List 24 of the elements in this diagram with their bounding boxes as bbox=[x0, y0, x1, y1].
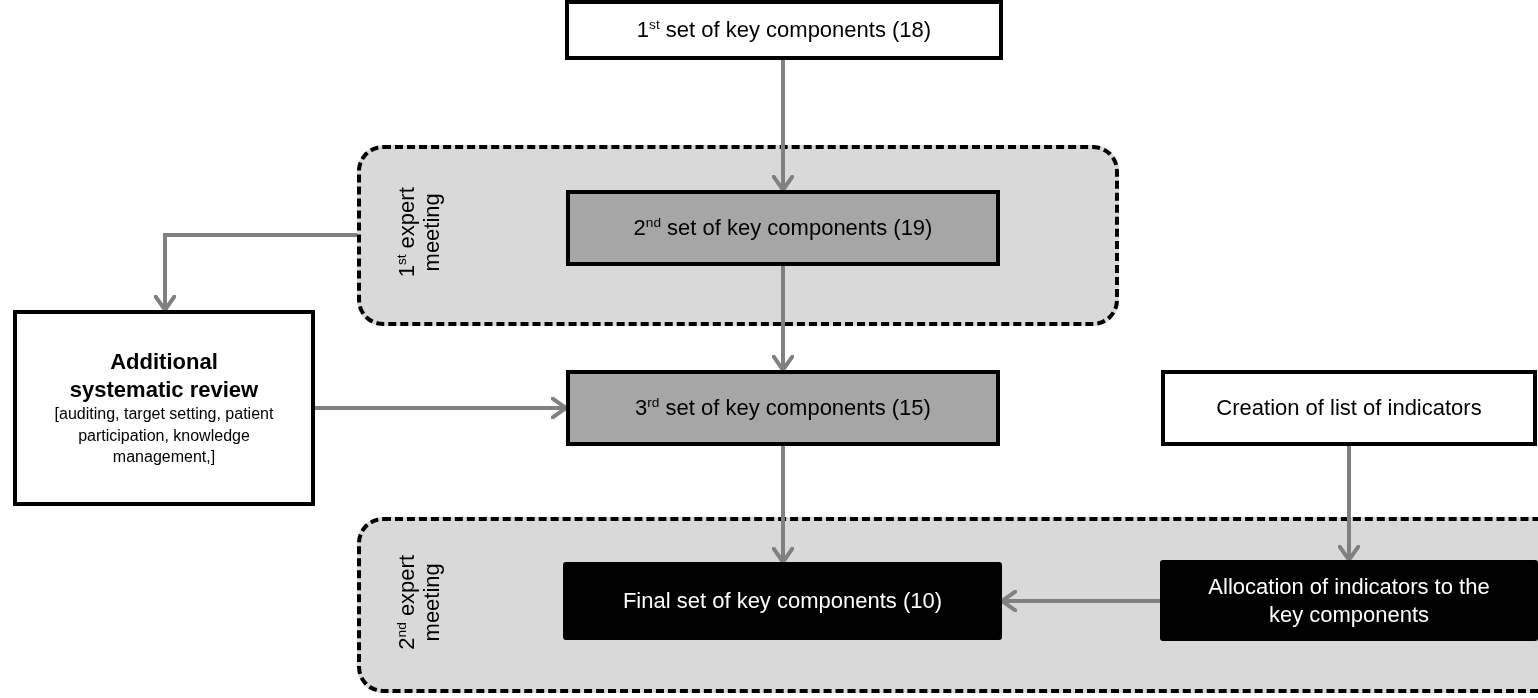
arrow bbox=[771, 60, 795, 192]
box-heading: Additional systematic review bbox=[68, 348, 260, 404]
arrow bbox=[771, 446, 795, 564]
box-text: Final set of key components (10) bbox=[621, 587, 944, 615]
process-box bbox=[1160, 560, 1538, 641]
process-box bbox=[1161, 370, 1537, 446]
meeting-band bbox=[357, 145, 1119, 326]
process-box bbox=[565, 0, 1003, 60]
box-text: Creation of list of indicators bbox=[1215, 394, 1483, 422]
arrow bbox=[771, 266, 795, 372]
arrow bbox=[315, 396, 568, 420]
box-text: 1$^{st}$ set of key components (18) bbox=[635, 16, 933, 44]
meeting-band bbox=[357, 517, 1538, 693]
process-box bbox=[566, 190, 1000, 266]
box-note: [auditing, target setting, patient participation, knowledge management,] bbox=[53, 404, 275, 468]
box-text: 2$^{nd}$ set of key components (19) bbox=[632, 214, 934, 242]
arrow bbox=[1337, 446, 1361, 562]
box-text: Allocation of indicators to the key components bbox=[1207, 573, 1491, 628]
arrow bbox=[1000, 589, 1160, 613]
box-text: 3$^{rd}$ set of key components (15) bbox=[634, 394, 932, 422]
process-box bbox=[563, 562, 1002, 640]
arrow bbox=[153, 233, 357, 312]
process-box bbox=[566, 370, 1000, 446]
process-box bbox=[13, 310, 315, 506]
